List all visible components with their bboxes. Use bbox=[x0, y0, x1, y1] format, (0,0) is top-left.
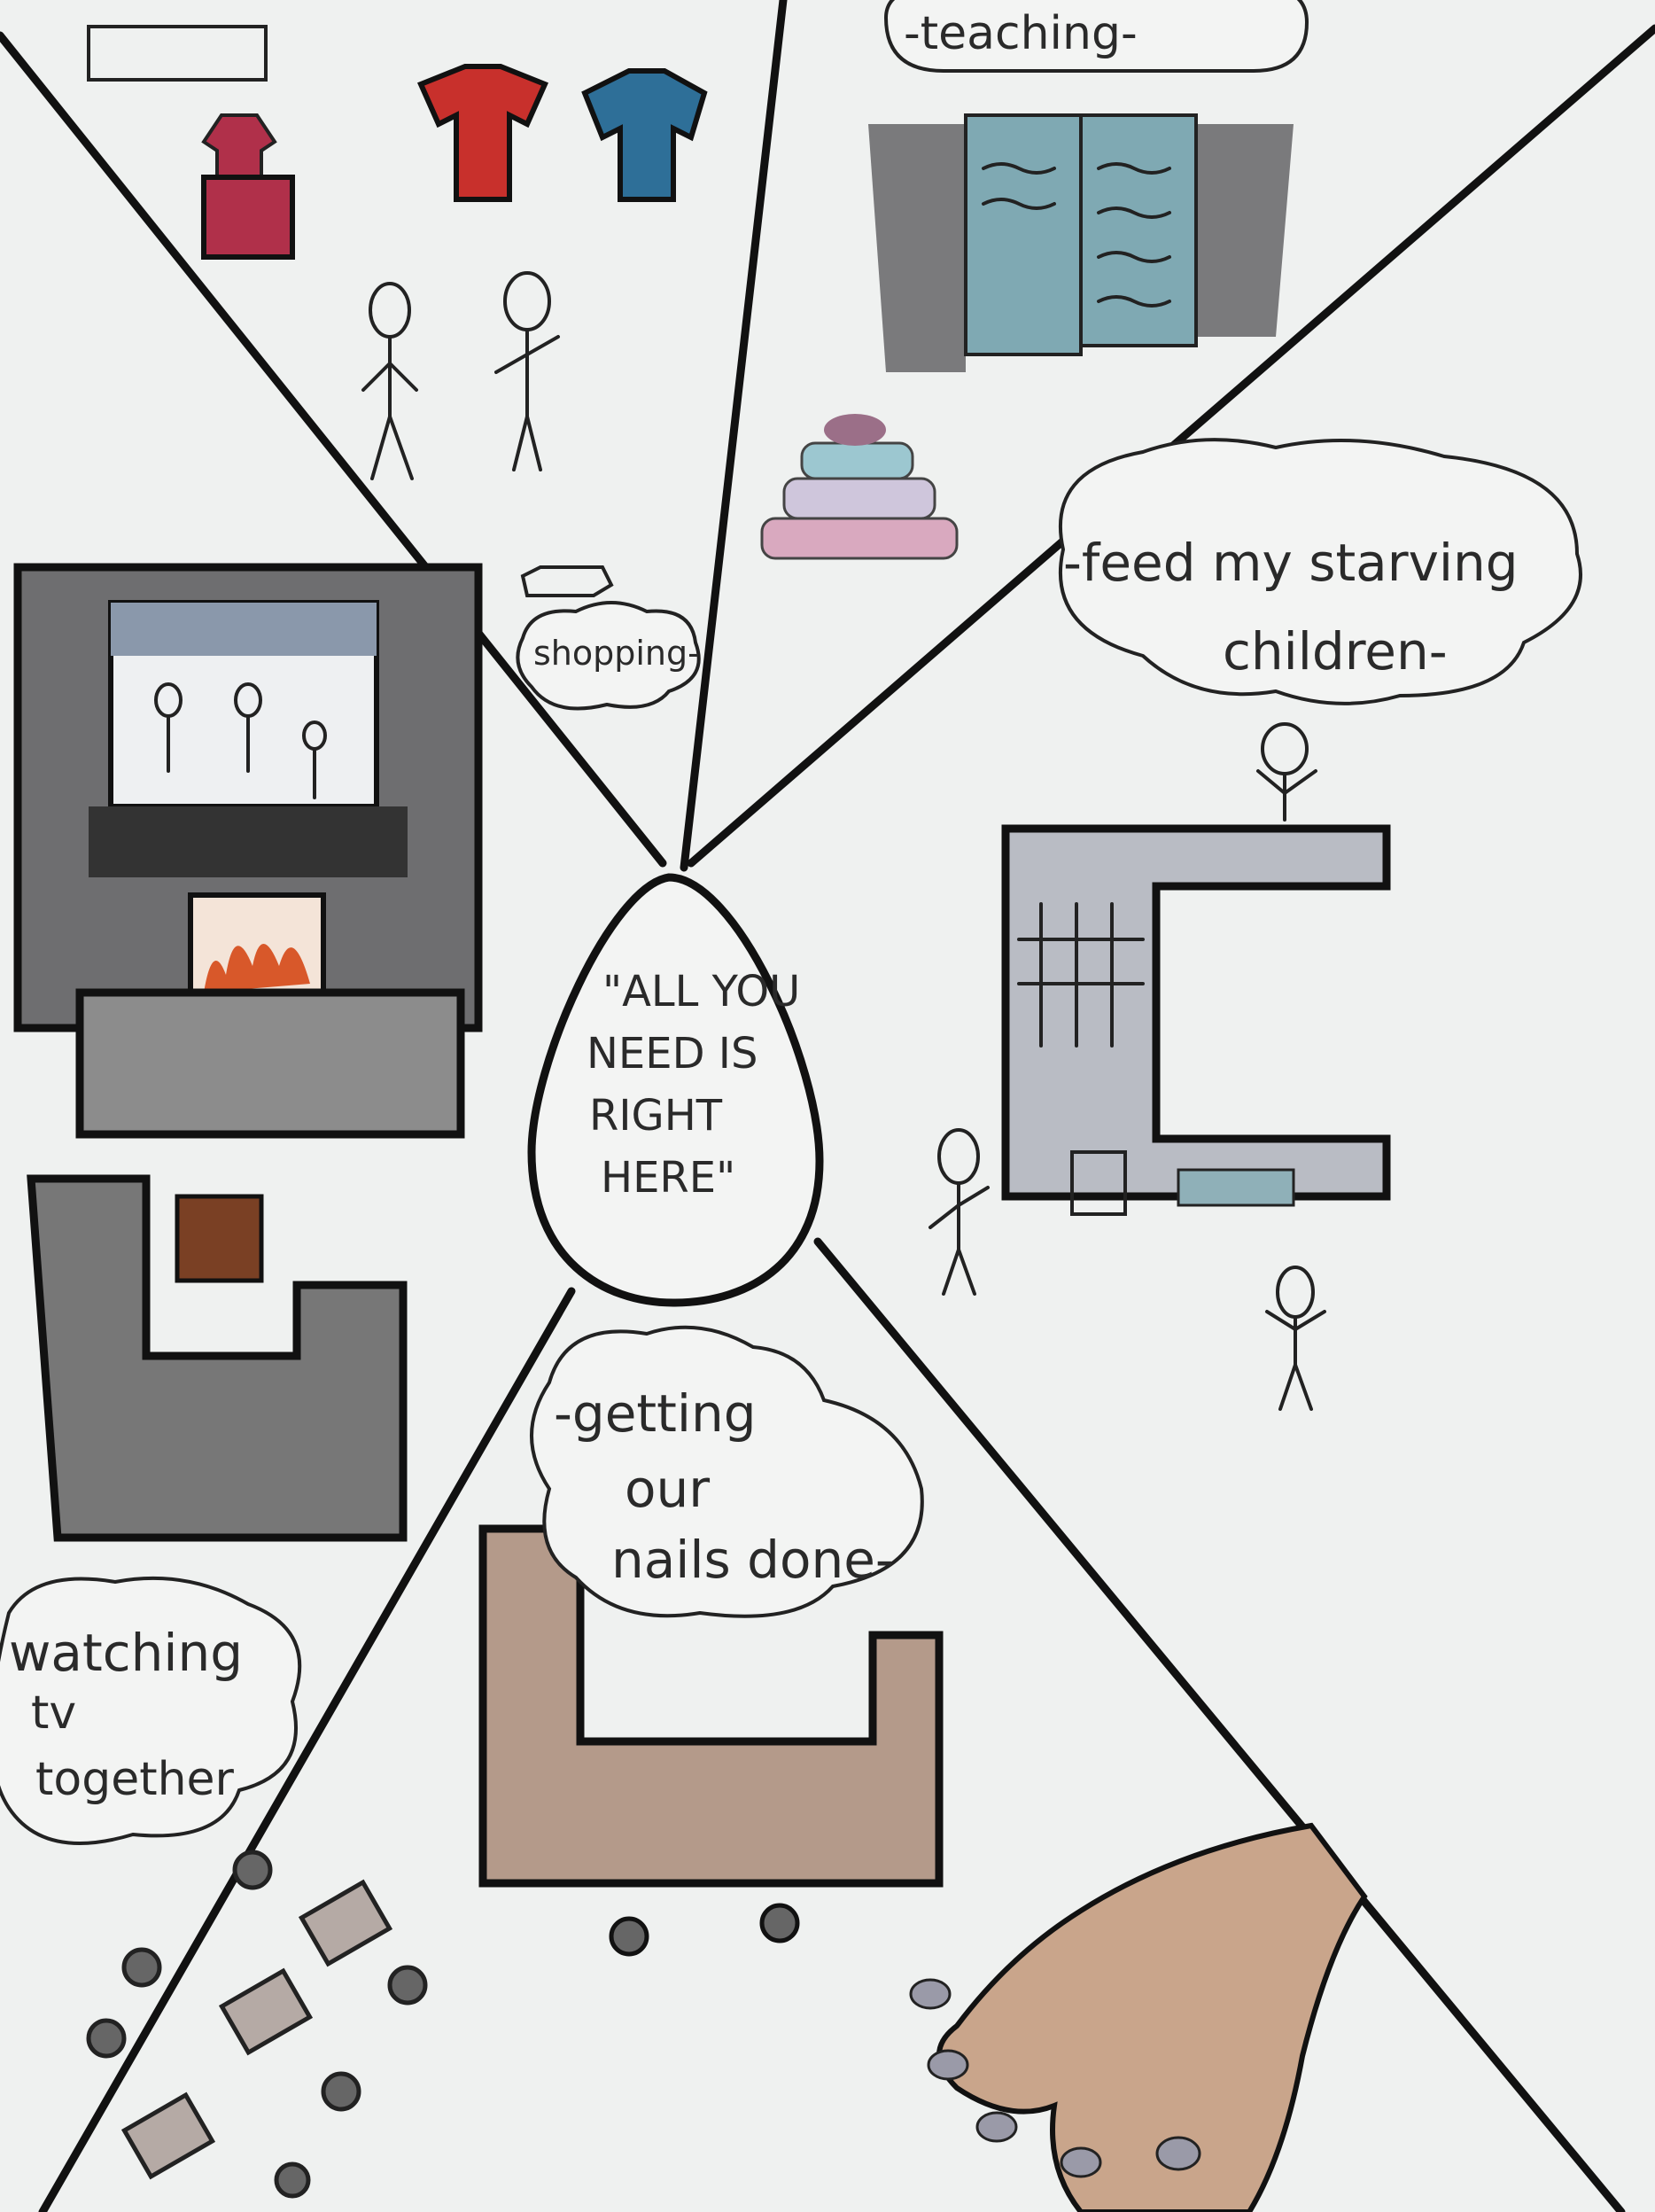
divider-line-top-left bbox=[0, 31, 667, 868]
bubble-text-nails-line-1: -getting bbox=[554, 1383, 757, 1444]
bubble-tv: watching tv together bbox=[0, 1576, 302, 1845]
shorts-icon bbox=[201, 175, 295, 260]
bubble-feed: -feed my starving children- bbox=[1058, 438, 1582, 705]
bubble-teaching: -teaching- bbox=[883, 0, 1309, 73]
hand-drawing bbox=[909, 1822, 1368, 2212]
divider-line-bottom-left bbox=[38, 1287, 576, 2212]
bubble-shopping: shopping- bbox=[516, 601, 701, 711]
center-text-line-4: HERE" bbox=[601, 1153, 735, 1203]
bubble-text-feed-line-1: -feed my starving bbox=[1063, 533, 1519, 593]
bubble-text-nails-line-2: our bbox=[625, 1459, 710, 1519]
couch-drawing bbox=[27, 1174, 408, 1542]
bubble-text-tv-line-2: tv bbox=[31, 1686, 76, 1740]
stick-figures-shopping bbox=[361, 271, 560, 480]
red-shirt-icon bbox=[416, 64, 549, 202]
bubble-text-feed-line-2: children- bbox=[1223, 621, 1448, 682]
nail-salon-drawing bbox=[478, 1524, 944, 1957]
bubble-text-nails-line-3: nails done- bbox=[611, 1530, 894, 1590]
bubble-text-tv-line-1: watching bbox=[9, 1623, 243, 1683]
center-text-line-2: NEED IS bbox=[587, 1029, 758, 1079]
fire-icon bbox=[204, 944, 310, 993]
center-text-line-3: RIGHT bbox=[589, 1091, 723, 1141]
bubble-text-tv-line-3: together bbox=[35, 1753, 235, 1806]
clothes-rack-icon bbox=[87, 25, 268, 82]
table-chairs-drawing bbox=[86, 1850, 428, 2199]
clothes-drawing bbox=[87, 25, 708, 597]
blue-shirt-icon bbox=[581, 68, 708, 202]
book-drawing bbox=[868, 113, 1294, 372]
center-egg: "ALL YOU NEED IS RIGHT HERE" bbox=[527, 873, 824, 1307]
divider-line-top bbox=[680, 0, 788, 872]
fireplace-drawing bbox=[13, 563, 483, 1139]
center-text-line-1: "ALL YOU bbox=[602, 967, 800, 1016]
shopping-bag-icon bbox=[520, 565, 614, 597]
stick-figures-kitchen bbox=[929, 722, 1326, 1411]
cake-drawing bbox=[760, 414, 959, 560]
bubble-text-shopping: shopping- bbox=[533, 634, 700, 673]
picture-frame-icon bbox=[175, 1194, 264, 1283]
bubble-text-teaching: -teaching- bbox=[904, 7, 1138, 60]
divider-line-bottom-right bbox=[813, 1237, 1626, 2212]
bubble-nails: -getting our nails done- bbox=[530, 1325, 924, 1618]
kitchen-drawing bbox=[1001, 824, 1391, 1216]
